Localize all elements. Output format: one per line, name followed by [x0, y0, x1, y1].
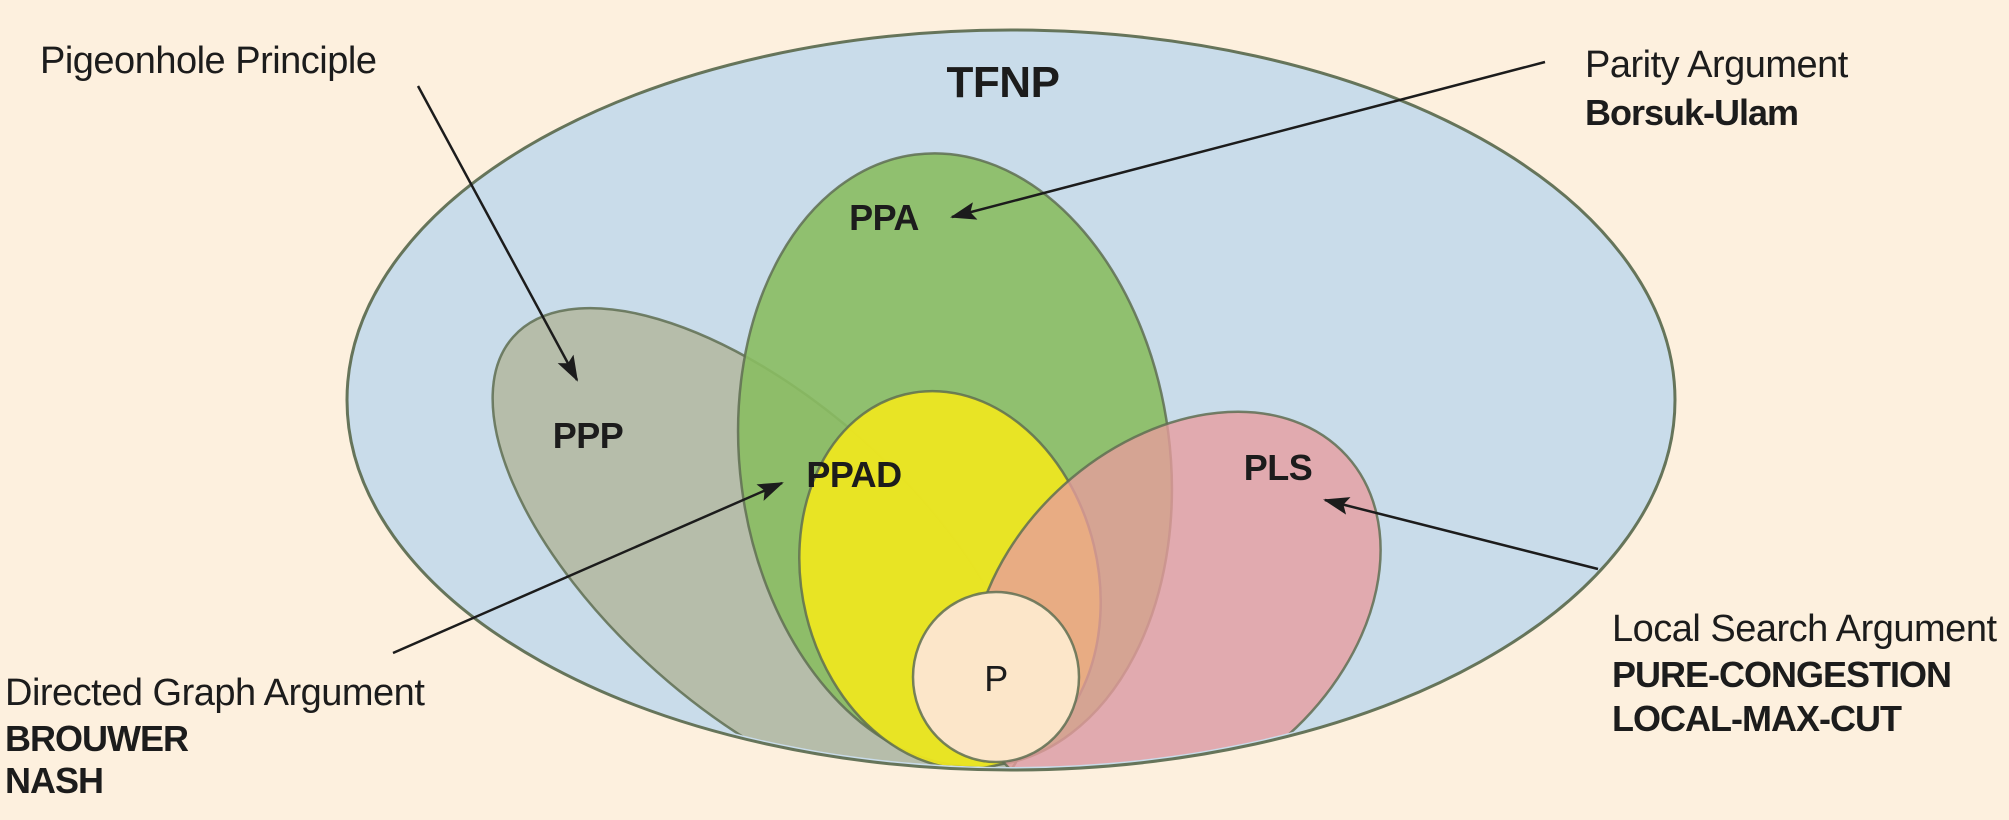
annotation-arrow-local-search-to-pls [1323, 497, 1599, 571]
annotation-parity: Parity Argument Borsuk-Ulam [1585, 44, 1849, 133]
set-label-ppp: PPP [553, 415, 624, 456]
annotation-directed-graph-line3: NASH [5, 760, 103, 801]
set-label-ppa: PPA [849, 197, 919, 238]
annotation-local-search: Local Search Argument PURE-CONGESTION LO… [1612, 608, 1998, 739]
set-ellipse-p [911, 590, 1081, 764]
annotation-directed-graph: Directed Graph Argument BROUWER NASH [5, 672, 426, 801]
annotation-pigeonhole-line1: Pigeonhole Principle [40, 40, 376, 82]
annotation-arrow-parity-to-ppa [950, 60, 1546, 220]
set-label-tfnp: TFNP [947, 58, 1060, 107]
set-label-pls: PLS [1244, 447, 1313, 488]
annotation-directed-graph-line2: BROUWER [5, 718, 189, 759]
annotation-directed-graph-line1: Directed Graph Argument [5, 672, 425, 714]
annotation-arrow-directed-graph-to-ppad [392, 481, 784, 655]
set-label-p: P [984, 658, 1008, 699]
annotation-local-search-line1: Local Search Argument [1612, 608, 1997, 650]
annotation-parity-line1: Parity Argument [1585, 44, 1849, 86]
annotation-parity-line2: Borsuk-Ulam [1585, 92, 1798, 133]
annotation-local-search-line3: LOCAL-MAX-CUT [1612, 698, 1902, 739]
annotation-pigeonhole: Pigeonhole Principle [40, 40, 377, 82]
set-label-ppad: PPAD [806, 454, 901, 495]
annotation-local-search-line2: PURE-CONGESTION [1612, 654, 1951, 695]
inner-sets-group [491, 152, 1382, 767]
annotation-arrow-pigeonhole-to-ppp [416, 85, 579, 382]
